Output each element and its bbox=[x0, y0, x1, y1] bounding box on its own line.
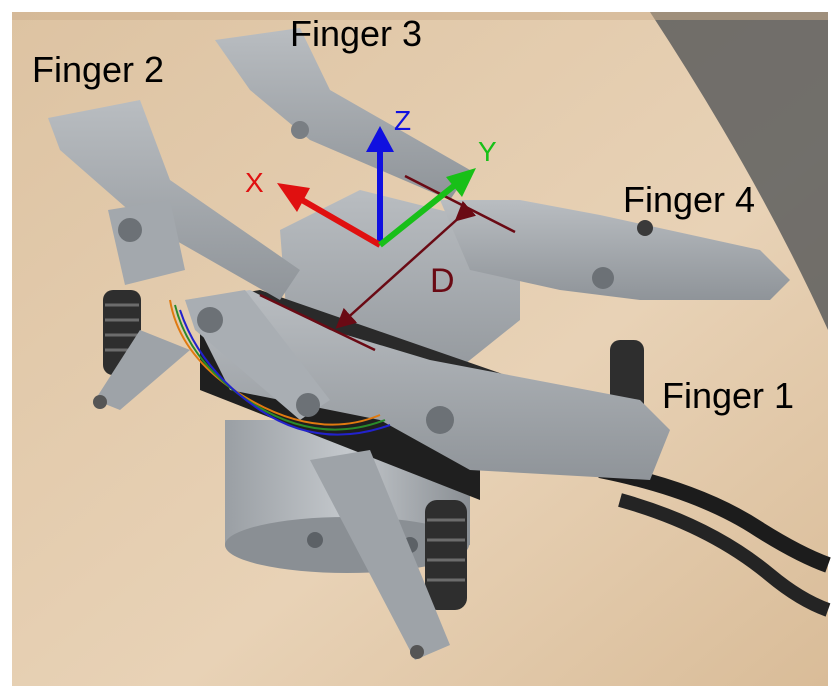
finger-3-label: Finger 3 bbox=[290, 13, 422, 54]
x-axis-arrow bbox=[300, 197, 382, 248]
x-axis-arrowhead bbox=[277, 183, 310, 212]
y-axis-arrow bbox=[378, 182, 457, 248]
y-axis-label: Y bbox=[478, 136, 497, 167]
distance-annotation bbox=[259, 174, 516, 352]
finger-1-part bbox=[185, 290, 670, 480]
power-cable bbox=[598, 462, 831, 617]
y-axis-arrowhead bbox=[446, 168, 476, 197]
finger-2-part bbox=[48, 100, 300, 300]
finger-4-part bbox=[440, 200, 790, 300]
wires bbox=[169, 299, 391, 436]
finger-1-label: Finger 1 bbox=[662, 375, 794, 416]
coordinate-frame bbox=[277, 126, 476, 248]
finger-2-label: Finger 2 bbox=[32, 49, 164, 90]
distance-label: D bbox=[430, 262, 455, 300]
lower-legs bbox=[93, 330, 450, 660]
z-axis-label: Z bbox=[394, 105, 411, 136]
finger-4-label: Finger 4 bbox=[623, 179, 755, 220]
x-axis-label: X bbox=[245, 167, 264, 198]
finger-3-part bbox=[215, 28, 470, 200]
z-axis-arrowhead bbox=[366, 126, 394, 152]
